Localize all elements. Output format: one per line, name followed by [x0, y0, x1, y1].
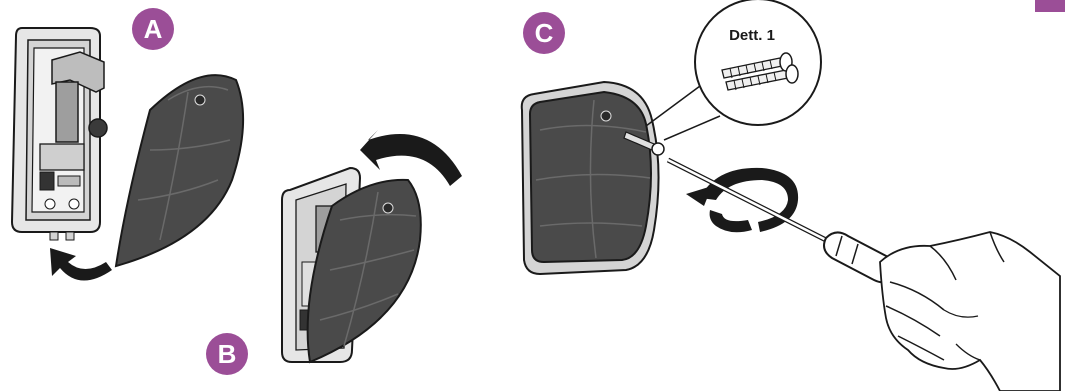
corner-accent-tab — [1035, 0, 1065, 12]
step-b-illustration — [281, 130, 462, 364]
screw-icon — [623, 131, 665, 156]
detail-callout: Dett. 1 — [645, 0, 822, 141]
rotation-arrow-icon — [686, 167, 799, 233]
detail-label: Dett. 1 — [729, 27, 775, 44]
step-badge-b: B — [206, 333, 248, 375]
step-a-illustration — [10, 27, 245, 281]
cover-b — [306, 178, 422, 364]
step-badge-a: A — [132, 8, 174, 50]
rotation-arrow-icon — [50, 248, 112, 281]
base-housing-a — [10, 27, 108, 241]
sensor-assembled — [520, 80, 660, 276]
hand-icon — [879, 231, 1061, 391]
detail-screws — [721, 52, 799, 91]
cover-a — [114, 74, 245, 268]
step-badge-c: C — [523, 12, 565, 54]
step-c-illustration: Dett. 1 — [520, 0, 1061, 391]
rotation-arrow-icon — [360, 130, 462, 186]
